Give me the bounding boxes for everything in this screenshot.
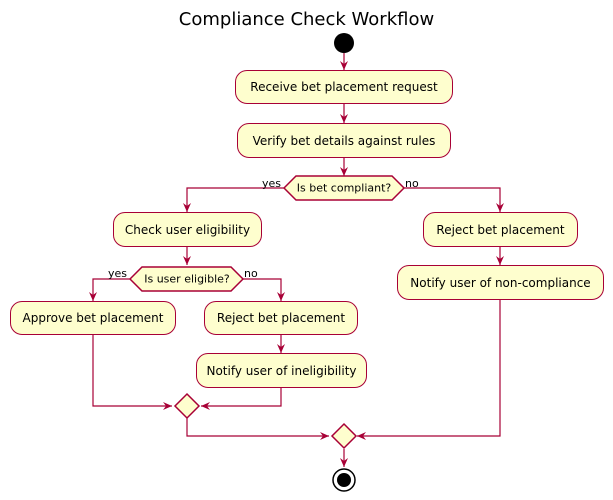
decision-eligible <box>128 266 245 292</box>
edge-eligible-yes <box>89 278 130 301</box>
decision-compliant <box>282 175 406 201</box>
step-check-eligibility: Check user eligibility <box>113 212 262 247</box>
decision-compliant-question: Is bet compliant? <box>296 181 392 195</box>
step-approve-bet: Approve bet placement <box>10 301 176 335</box>
decision-compliant-yes-label: yes <box>262 177 282 190</box>
edge-eligible-no <box>243 278 285 301</box>
edge-notify-merge <box>201 388 282 410</box>
step-notify-ineligibility: Notify user of ineligibility <box>196 353 367 388</box>
step-notify-noncompliance: Notify user of non-compliance <box>397 265 604 300</box>
edge-compliant-yes <box>183 187 284 212</box>
step-reject-noncompliant: Reject bet placement <box>423 212 578 247</box>
step-verify-details: Verify bet details against rules <box>237 123 451 158</box>
end-node-dot <box>337 473 351 487</box>
step-reject-ineligible: Reject bet placement <box>204 301 358 335</box>
decision-eligible-yes-label: yes <box>108 267 128 280</box>
merge-outer <box>330 422 358 450</box>
decision-compliant-no-label: no <box>405 177 419 190</box>
decision-eligible-no-label: no <box>244 267 258 280</box>
diagram-title: Compliance Check Workflow <box>178 9 435 30</box>
step-receive-request: Receive bet placement request <box>235 70 453 104</box>
edge-approve-merge <box>92 335 172 410</box>
merge-inner <box>173 392 201 420</box>
edge-right-outer-merge <box>357 300 501 440</box>
edge-inner-outer-merge <box>186 418 329 440</box>
decision-eligible-question: Is user eligible? <box>144 272 230 286</box>
edge-compliant-no <box>404 187 504 212</box>
start-node <box>334 33 354 53</box>
